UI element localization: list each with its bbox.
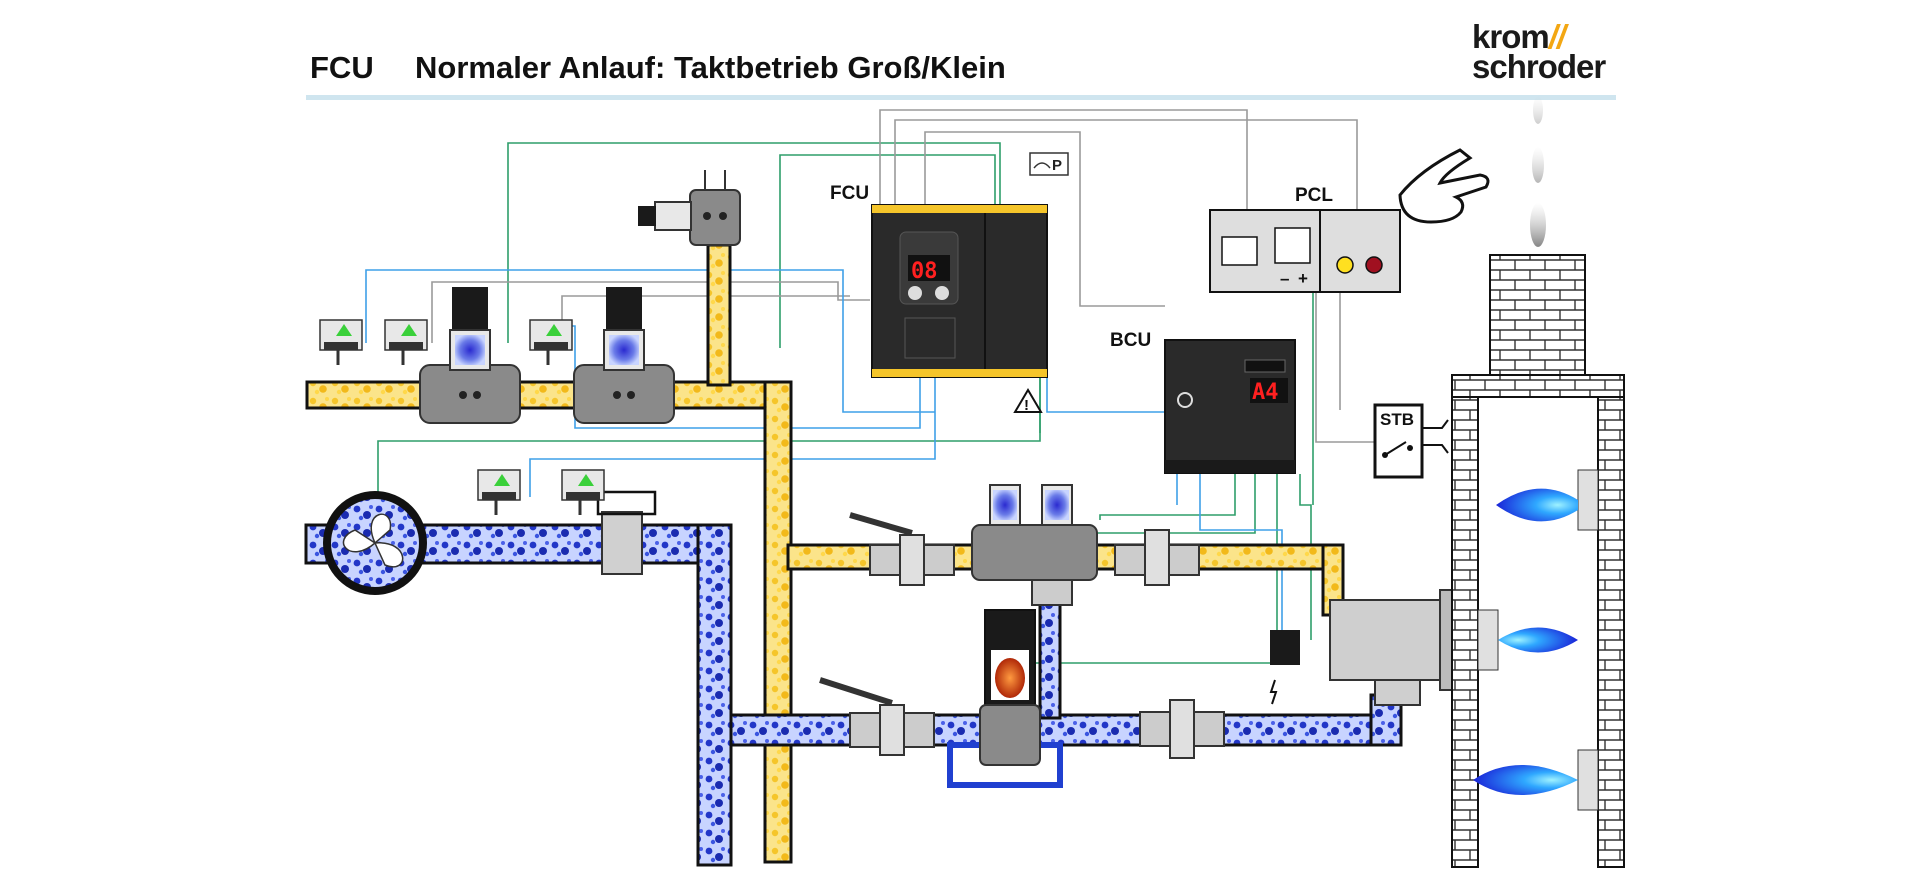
air-pipe-down xyxy=(696,523,733,867)
svg-text:!: ! xyxy=(1024,397,1029,414)
bcu-device xyxy=(1164,339,1296,474)
air-pipe-bottom xyxy=(729,713,1403,747)
solenoid-valve xyxy=(573,287,675,424)
burner-flames xyxy=(1473,488,1578,795)
switch-icon xyxy=(1274,227,1311,264)
pilot-gas-valve xyxy=(638,170,741,246)
flame-icon xyxy=(1498,627,1578,653)
fan-icon xyxy=(323,491,427,595)
air-ball-valve xyxy=(1139,699,1225,759)
pcl-minus: – xyxy=(1280,269,1289,288)
brand-logo: krom// schroder xyxy=(1472,20,1606,85)
blue-signal-line xyxy=(529,378,936,497)
double-solenoid-valve xyxy=(971,484,1098,606)
thermometer-icon xyxy=(1221,236,1258,266)
green-signal-line xyxy=(1040,474,1256,534)
title-prefix: FCU xyxy=(310,50,374,85)
pressure-gauge-icon xyxy=(1029,152,1069,176)
pcl-plus: + xyxy=(1298,269,1308,288)
ball-valve xyxy=(1114,529,1200,586)
pressure-switch xyxy=(477,469,521,515)
air-actuator xyxy=(979,609,1041,766)
pressure-switch xyxy=(384,319,428,365)
green-signal-line xyxy=(779,154,996,348)
blue-signal-line xyxy=(1046,378,1165,413)
stb-box xyxy=(1373,403,1449,479)
gray-signal-line xyxy=(431,281,870,343)
smoke xyxy=(1530,96,1546,247)
ball-valve xyxy=(849,512,955,586)
burner-gas-valves xyxy=(849,484,1200,606)
logo-line-2: schroder xyxy=(1472,48,1606,85)
fcu-device xyxy=(871,204,1048,378)
gray-signal-line xyxy=(1315,290,1375,443)
bcu-display-readout: A4 xyxy=(1252,380,1279,405)
pcl-panel xyxy=(1209,209,1401,293)
gray-signal-line xyxy=(924,131,1165,307)
blue-signal-line xyxy=(365,269,935,413)
solenoid-valve xyxy=(419,287,521,424)
logo-slash-mark: // xyxy=(1548,18,1566,55)
furnace xyxy=(1451,254,1625,868)
hand-pointer-icon xyxy=(1398,148,1490,224)
logo-line-1: krom xyxy=(1472,18,1550,55)
air-pipes xyxy=(304,523,1403,867)
bcu-label: BCU xyxy=(1110,330,1152,351)
page-title: Normaler Anlauf: Taktbetrieb Groß/Klein xyxy=(415,50,1006,85)
green-signal-line xyxy=(1299,474,1312,640)
solenoid-valves xyxy=(419,287,675,424)
signal-lines xyxy=(365,109,1375,664)
gas-pipe-up xyxy=(706,243,732,387)
flame-icon xyxy=(1473,765,1578,795)
gas-pipe-main xyxy=(305,380,787,410)
pressure-switch xyxy=(319,319,363,365)
burner-body xyxy=(1269,589,1456,706)
blue-signal-line xyxy=(1199,474,1283,642)
warning-icon: ! xyxy=(1013,388,1043,414)
damper-actuator-bracket xyxy=(596,490,657,516)
pcl-label: PCL xyxy=(1295,185,1333,206)
pressure-switches xyxy=(319,319,605,515)
fcu-label: FCU xyxy=(830,183,870,204)
air-damper xyxy=(601,511,643,575)
pressure-label: P xyxy=(1052,157,1062,174)
air-bypass-pipe xyxy=(1038,596,1062,720)
green-signal-line xyxy=(507,142,1001,343)
fcu-display-readout: 08 xyxy=(911,259,938,284)
lightning-icon xyxy=(1269,679,1278,705)
flame-icon xyxy=(1496,488,1578,522)
gas-pipe-down xyxy=(763,380,793,864)
title-divider xyxy=(306,95,1616,100)
pressure-switch xyxy=(529,319,573,365)
pressure-switch xyxy=(561,469,605,515)
gray-signal-line xyxy=(894,119,1358,210)
air-ball-valve xyxy=(819,677,935,756)
gray-signal-line xyxy=(879,109,1248,210)
green-signal-line xyxy=(1099,474,1236,520)
stb-label: STB xyxy=(1380,410,1414,429)
